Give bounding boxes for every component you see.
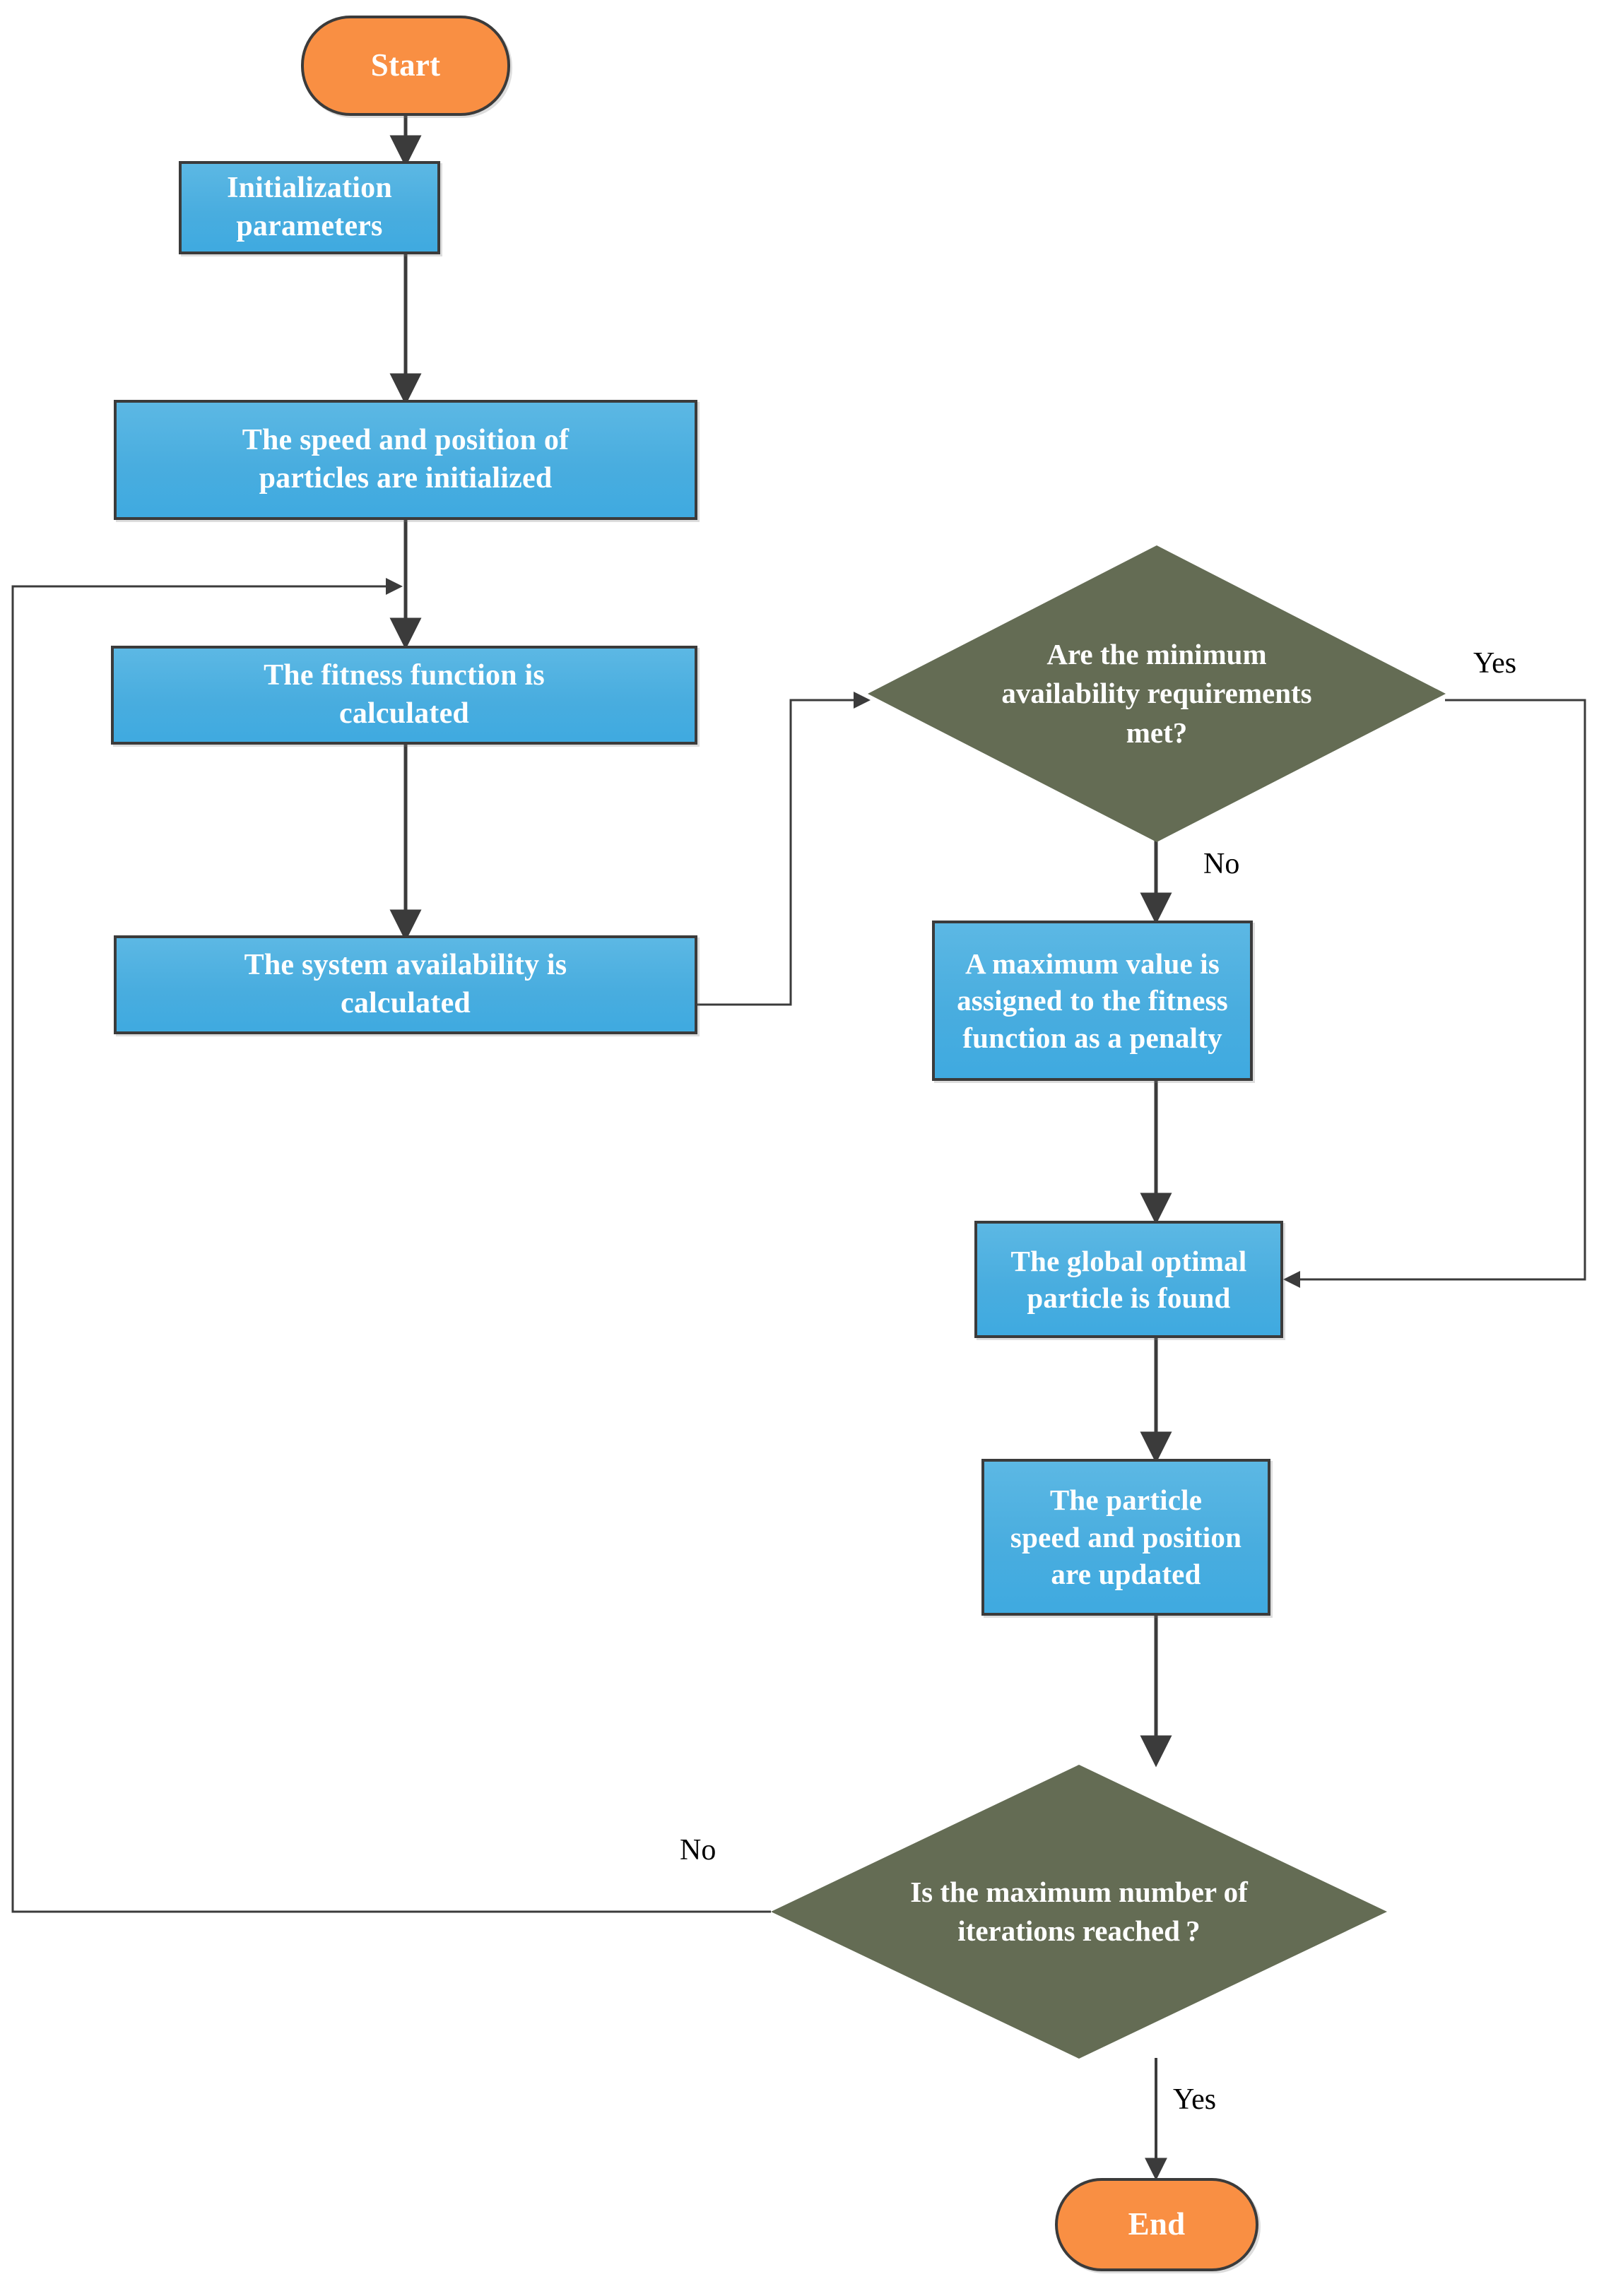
node-fitness-function-calculated[interactable]: The fitness function is calculated: [111, 646, 697, 745]
node-assign-penalty-fitness[interactable]: A maximum value is assigned to the fitne…: [932, 921, 1253, 1081]
edge-label-max-iterations-no: No: [680, 1834, 716, 1866]
node-max-iterations-decision[interactable]: Is the maximum number of iterations reac…: [771, 1765, 1387, 2059]
node-initialize-particle-speed-position[interactable]: The speed and position of particles are …: [114, 400, 697, 520]
node-max-iterations-decision-label: Is the maximum number of iterations reac…: [910, 1875, 1248, 1947]
node-min-availability-decision-label: Are the minimum availability requirement…: [1001, 637, 1312, 749]
node-end[interactable]: End: [1055, 2178, 1258, 2271]
edge-availability-to-min-avail-check: [697, 692, 871, 1006]
node-global-optimal-particle-found[interactable]: The global optimal particle is found: [974, 1221, 1283, 1338]
edge-max-iter-no-to-fitness: [11, 578, 771, 1913]
node-system-availability-calculated[interactable]: The system availability is calculated: [114, 935, 697, 1034]
edge-label-min-availability-no: No: [1203, 848, 1240, 880]
edge-label-max-iterations-yes: Yes: [1173, 2083, 1217, 2116]
edge-label-min-availability-yes: Yes: [1473, 647, 1517, 680]
node-update-particle-speed-position[interactable]: The particle speed and position are upda…: [981, 1459, 1270, 1616]
node-start[interactable]: Start: [301, 16, 510, 116]
node-min-availability-decision[interactable]: Are the minimum availability requirement…: [868, 545, 1446, 842]
node-initialization-parameters[interactable]: Initialization parameters: [179, 161, 440, 254]
